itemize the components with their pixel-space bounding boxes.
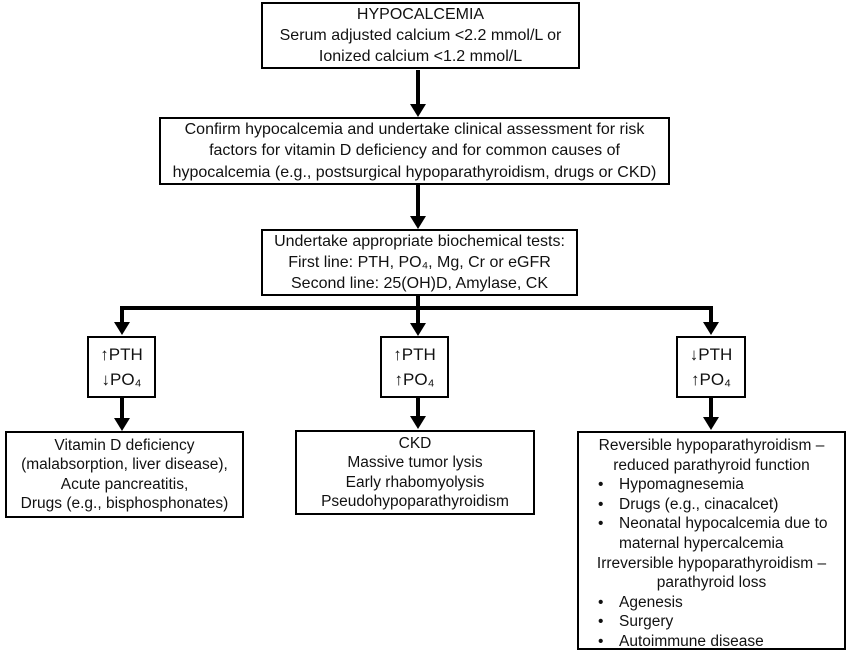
arrow-branch-middle	[410, 296, 426, 336]
box-title-line: Ionized calcium <1.2 mmol/L	[318, 48, 523, 65]
list-item: • Surgery	[585, 612, 838, 632]
box-confirm-line: factors for vitamin D deficiency and for…	[209, 142, 620, 160]
outcome-box-ckd: CKD Massive tumor lysis Early rhabomyoly…	[295, 430, 535, 515]
hypocalcemia-definition-box: HYPOCALCEMIA Serum adjusted calcium <2.2…	[261, 2, 580, 69]
arrow-right-to-outcome	[703, 398, 719, 430]
branch-label-line: ↑PO₄	[394, 370, 435, 389]
list-item: • Neonatal hypocalcemia due to maternal …	[585, 514, 838, 553]
branch-label-low-pth-high-po4: ↓PTH ↑PO₄	[676, 336, 746, 398]
outcome-box-hypoparathyroidism: Reversible hypoparathyroidism – reduced …	[577, 431, 846, 650]
bullet-icon: •	[598, 495, 604, 513]
branch-label-line: ↑PTH	[100, 345, 143, 364]
outcome-line: Drugs (e.g., bisphosphonates)	[20, 495, 229, 512]
bullet-icon: •	[598, 593, 604, 611]
list-item: • Autoimmune disease	[585, 632, 838, 652]
arrow-middle-to-outcome	[410, 398, 426, 429]
arrow-confirm-to-tests	[410, 184, 426, 229]
list-item: • Hypomagnesemia	[585, 475, 838, 495]
list-item-label: Agenesis	[619, 593, 683, 611]
branch-label-high-pth-high-po4: ↑PTH ↑PO₄	[380, 336, 449, 398]
box-title-line: HYPOCALCEMIA	[356, 6, 485, 23]
branch-label-line: ↑PTH	[393, 345, 436, 364]
branch-label-high-pth-low-po4: ↑PTH ↓PO₄	[87, 336, 156, 398]
outcome-line: (malabsorption, liver disease),	[21, 456, 228, 473]
arrow-left-to-outcome	[114, 398, 130, 431]
reversible-header-line: reduced parathyroid function	[613, 456, 810, 474]
list-item: • Drugs (e.g., cinacalcet)	[585, 495, 838, 515]
outcome-line: Massive tumor lysis	[347, 454, 483, 471]
box-tests-line: First line: PTH, PO₄, Mg, Cr or eGFR	[288, 254, 551, 271]
biochemical-tests-box: Undertake appropriate biochemical tests:…	[261, 229, 578, 296]
bullet-icon: •	[598, 613, 604, 631]
bullet-icon: •	[598, 515, 604, 533]
outcome-line: CKD	[398, 434, 432, 452]
irreversible-header-line: Irreversible hypoparathyroidism –	[596, 554, 827, 572]
outcome-line: Vitamin D deficiency	[54, 436, 195, 454]
list-item-label: Autoimmune disease	[619, 632, 764, 650]
arrow-branch-left	[114, 306, 130, 335]
list-item-label: Neonatal hypocalcemia due to maternal hy…	[619, 515, 828, 552]
arrow-title-to-confirm	[410, 70, 426, 117]
outcome-line: Pseudohypoparathyroidism	[321, 493, 509, 510]
outcome-line: Early rhabomyolysis	[345, 473, 485, 491]
arrow-branch-right	[703, 306, 719, 335]
bullet-icon: •	[598, 476, 604, 494]
list-item-label: Drugs (e.g., cinacalcet)	[619, 495, 779, 513]
list-item-label: Surgery	[619, 613, 674, 631]
box-tests-line: Undertake appropriate biochemical tests:	[274, 233, 565, 250]
box-confirm-line: Confirm hypocalcemia and undertake clini…	[184, 120, 645, 138]
box-confirm-line: hypocalcemia (e.g., postsurgical hypopar…	[172, 163, 657, 181]
list-item: • Agenesis	[585, 593, 838, 613]
irreversible-header-line: parathyroid loss	[656, 574, 767, 592]
list-item-label: Hypomagnesemia	[619, 476, 744, 494]
outcome-line: Acute pancreatitis,	[60, 475, 189, 493]
outcome-box-vitamin-d-deficiency: Vitamin D deficiency (malabsorption, liv…	[5, 431, 244, 518]
branch-label-line: ↑PO₄	[690, 370, 731, 389]
branch-label-line: ↓PO₄	[101, 370, 142, 389]
clinical-assessment-box: Confirm hypocalcemia and undertake clini…	[159, 117, 670, 185]
bullet-icon: •	[598, 632, 604, 650]
reversible-header-line: Reversible hypoparathyroidism –	[598, 437, 825, 454]
branch-label-line: ↓PTH	[689, 345, 733, 364]
box-title-line: Serum adjusted calcium <2.2 mmol/L or	[279, 27, 562, 44]
box-tests-line: Second line: 25(OH)D, Amylase, CK	[291, 275, 548, 292]
